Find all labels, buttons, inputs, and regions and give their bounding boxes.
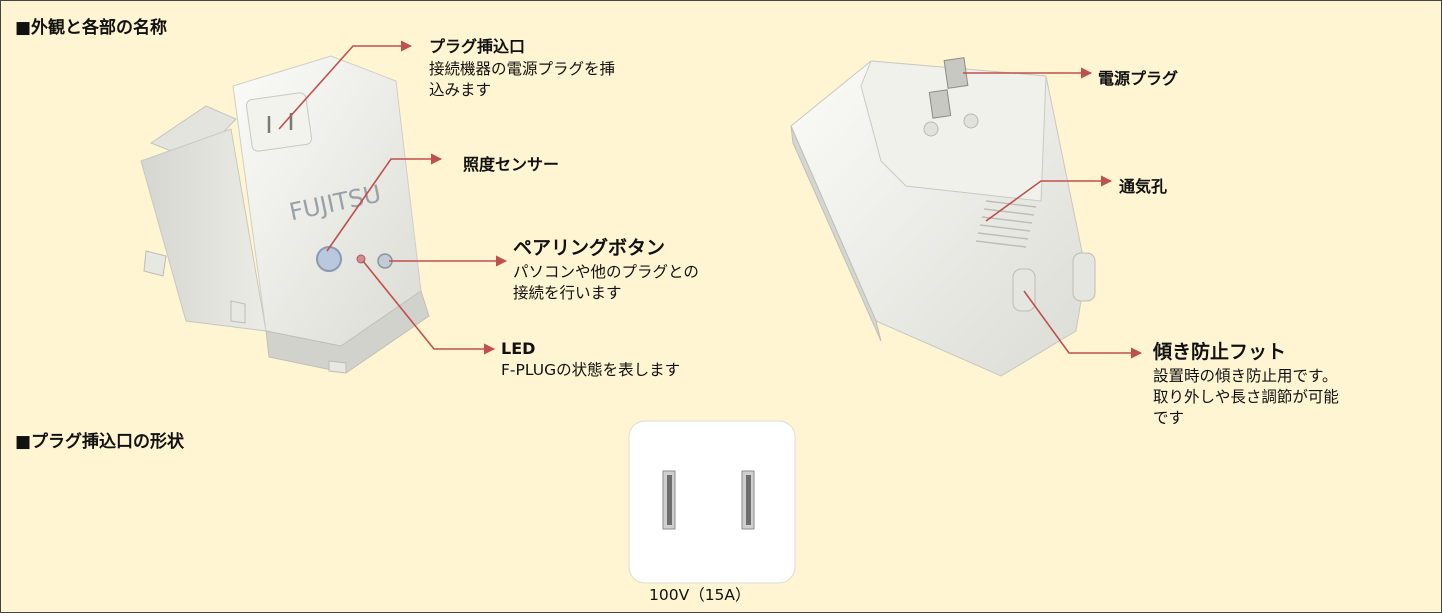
callout-power-plug: 電源プラグ	[1098, 69, 1179, 88]
arrow-light-sensor	[326, 153, 443, 252]
callout-plug-outlet: プラグ挿込口 接続機器の電源プラグを挿 込みます	[429, 33, 615, 101]
callout-tilt-foot: 傾き防止フット 設置時の傾き防止用です。 取り外しや長さ調節が可能 です	[1153, 337, 1339, 429]
callout-desc: 接続機器の電源プラグを挿 込みます	[429, 60, 616, 99]
callout-desc: パソコンや他のプラグとの 接続を行います	[513, 263, 699, 302]
callout-title: 傾き防止フット	[1153, 341, 1287, 363]
callout-title: プラグ挿込口	[429, 37, 526, 56]
arrow-tilt-foot	[1023, 290, 1143, 359]
section-title-overview: ■外観と各部の名称	[15, 18, 168, 38]
plug-socket-illustration	[628, 420, 796, 584]
callout-pairing-button: ペアリングボタン パソコンや他のプラグとの 接続を行います	[513, 233, 699, 304]
callout-title: LED	[501, 339, 536, 358]
arrow-led	[362, 260, 496, 355]
section-title-outlet-shape: ■プラグ挿込口の形状	[15, 432, 185, 452]
socket-rating-label: 100V（15A）	[649, 586, 751, 604]
callout-desc: 設置時の傾き防止用です。 取り外しや長さ調節が可能 です	[1153, 367, 1339, 427]
callout-light-sensor: 照度センサー	[463, 155, 560, 174]
callout-desc: F-PLUGの状態を表します	[501, 361, 681, 379]
device-front-illustration: FUJITSU	[140, 55, 430, 374]
device-rear-illustration	[790, 57, 1096, 377]
callout-led: LED F-PLUGの状態を表します	[501, 339, 680, 381]
callout-title: ペアリングボタン	[513, 237, 666, 259]
arrow-plug-outlet	[278, 40, 413, 130]
callout-vent: 通気孔	[1119, 177, 1168, 196]
arrow-vent	[985, 175, 1113, 222]
